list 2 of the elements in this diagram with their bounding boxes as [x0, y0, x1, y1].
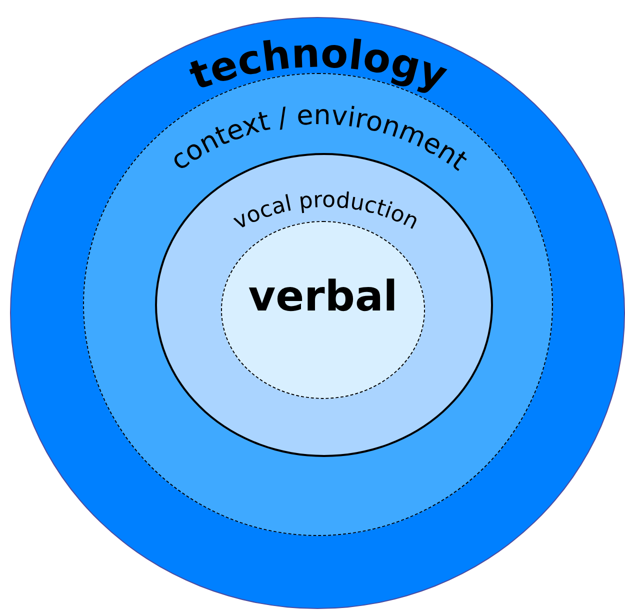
curved-label: technology	[184, 30, 453, 100]
center-label: verbal	[248, 271, 398, 320]
